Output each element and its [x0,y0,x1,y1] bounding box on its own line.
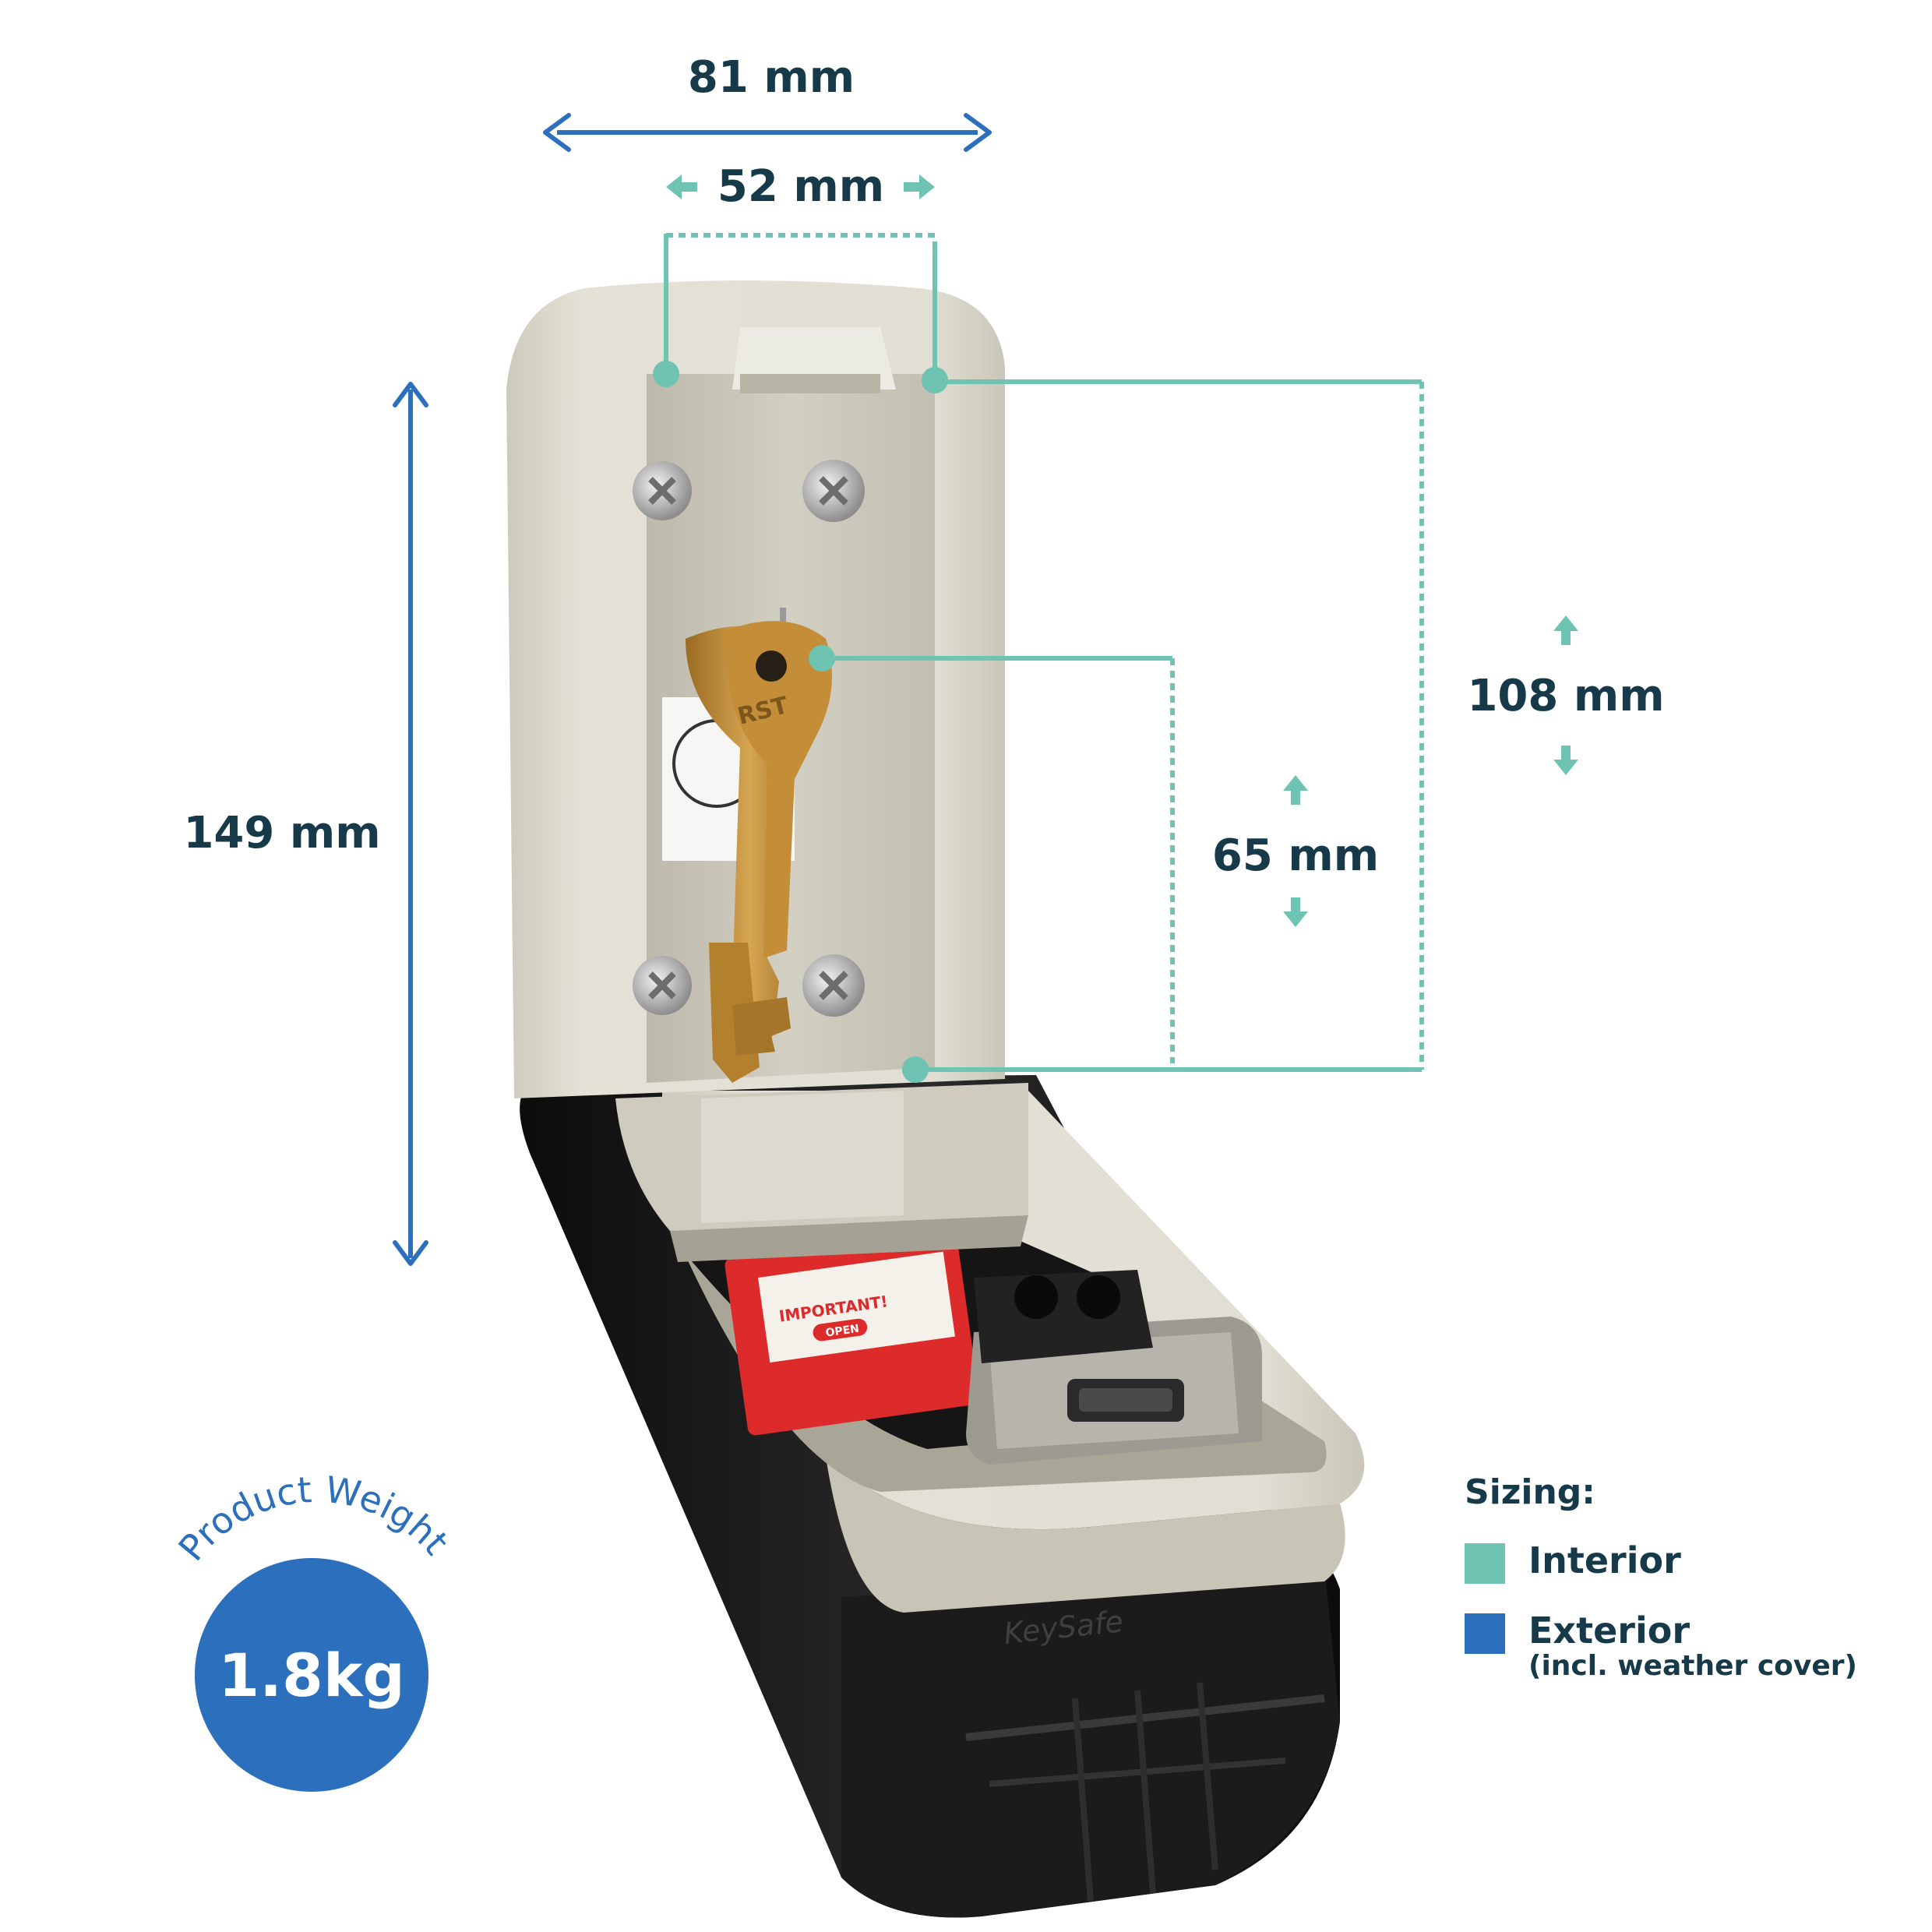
interior-height-full-dimension: 108 mm [902,379,1665,1083]
interior-height-full-label: 108 mm [1467,671,1664,721]
exterior-width-label: 81 mm [688,52,855,103]
interior-width-dimension: 52 mm [653,161,948,393]
latch-plate [966,1270,1262,1465]
arrow-down-icon [1553,746,1578,775]
exterior-height-label: 149 mm [183,808,380,858]
arrow-right-icon [964,113,992,152]
arrow-down-icon [393,1240,428,1266]
arrow-down-icon [1283,897,1308,927]
arrow-up-icon [1283,775,1308,805]
svg-text:OPEN: OPEN [825,1323,860,1340]
keys: RST [686,621,832,1083]
dimension-dot [653,361,679,387]
dimension-dot [902,1056,929,1083]
screw-bottom-right [802,954,865,1017]
arrow-up-icon [393,382,428,407]
screw-bottom-left [633,956,692,1015]
interior-label: Interior [1528,1539,1681,1581]
interior-height-key-dimension: 65 mm [809,645,1379,1063]
screw-top-left [633,461,692,520]
interior-height-key-label: 65 mm [1212,830,1379,881]
arrow-up-icon [1553,615,1578,645]
arrow-right-icon [904,175,935,199]
exterior-swatch [1465,1613,1505,1654]
arrow-left-icon [666,175,697,199]
exterior-width-dimension: 81 mm [543,52,992,152]
dimension-dot [809,645,835,672]
arrow-left-icon [543,113,571,152]
weight-caption: Product Weight [170,1468,457,1569]
exterior-height-dimension: 149 mm [183,382,428,1266]
key-safe: KeySafe IMPORTANT! OPEN [506,280,1365,1918]
weight-badge: 1.8kg [195,1558,428,1792]
sizing-legend: Sizing: Interior Exterior (incl. weather… [1465,1472,1857,1708]
legend-row-exterior: Exterior (incl. weather cover) [1465,1610,1857,1682]
interior-swatch [1465,1543,1505,1584]
screw-top-right [802,460,865,522]
legend-row-interior: Interior [1465,1540,1857,1584]
weight-value: 1.8kg [218,1640,405,1710]
interior-width-label: 52 mm [717,161,884,212]
exterior-label: Exterior [1528,1609,1690,1652]
exterior-note: (incl. weather cover) [1528,1650,1857,1682]
legend-title: Sizing: [1465,1472,1595,1512]
code-change-card: IMPORTANT! OPEN [724,1227,980,1436]
